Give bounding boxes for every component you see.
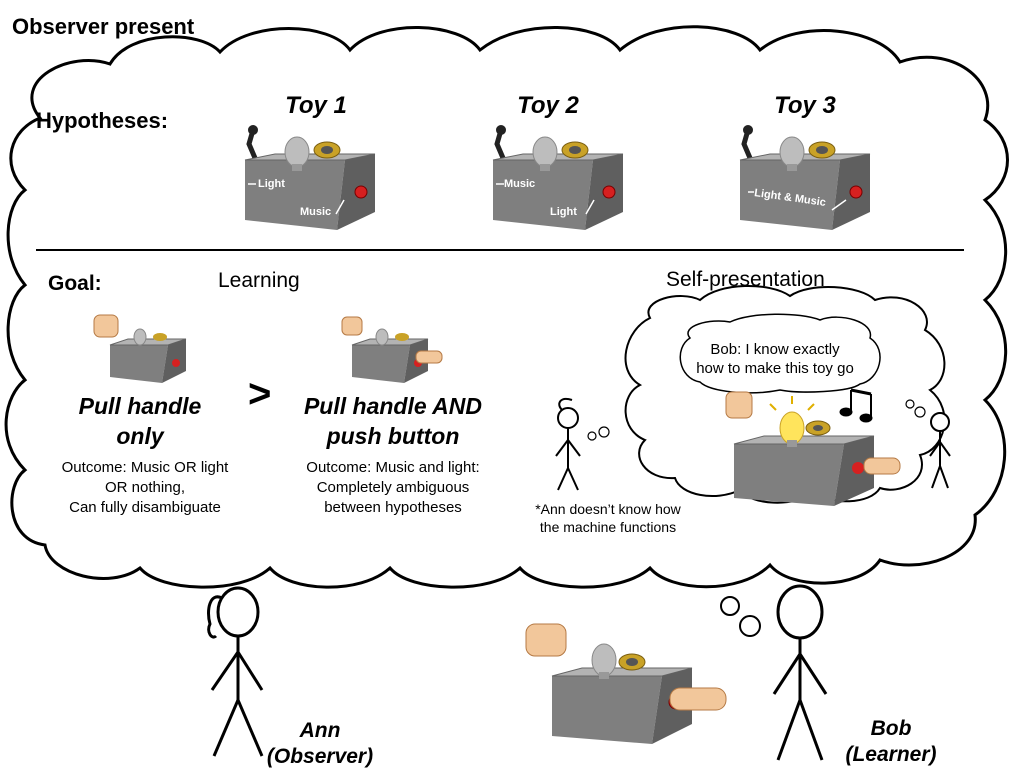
toy-arrows [248, 183, 847, 215]
bob-role: (Learner) [845, 743, 937, 766]
hypotheses-label: Hypotheses: [36, 108, 169, 133]
option-b-outcome-line2: Completely ambiguous [316, 479, 470, 496]
option-b-action-line2: push button [326, 423, 460, 449]
toy-2-title: Toy 2 [517, 92, 579, 119]
ann-figure [207, 586, 264, 757]
option-b-action: Pull handle AND push button [283, 391, 503, 451]
page-title: Observer present [12, 14, 195, 39]
ann-note-line1: *Ann doesn’t know how [535, 501, 681, 517]
option-a-outcome-line1: Outcome: Music OR light [61, 459, 229, 476]
bob-speech-line1: Bob: I know exactly [710, 341, 840, 358]
option-a-outcome-line3: Can fully disambiguate [69, 499, 221, 516]
ann-role: (Observer) [266, 745, 374, 768]
bob-name: Bob [870, 717, 912, 740]
music-notes-icon [839, 388, 873, 423]
option-b-action-line1: Pull handle AND [303, 393, 483, 419]
toy-2-button-label: Light [550, 206, 577, 218]
bob-figure [772, 584, 828, 761]
bottom-toy [525, 623, 727, 744]
toy-3-title: Toy 3 [774, 92, 836, 119]
option-a-action-line2: only [116, 423, 164, 449]
option-b-outcome: Outcome: Music and light: Completely amb… [288, 458, 498, 518]
learning-heading: Learning [218, 269, 300, 292]
toy-2-box [492, 125, 624, 230]
pushing-hand-icon [669, 687, 727, 711]
option-b-outcome-line3: between hypotheses [324, 499, 462, 516]
toy-2-handle-label: Music [504, 178, 536, 190]
toy-1-button-label: Music [300, 206, 332, 218]
toy-1-handle-label: Light [258, 178, 285, 190]
bob-speech-line2: how to make this toy go [696, 360, 854, 377]
option-a-action-line1: Pull handle [78, 393, 202, 419]
bob-small-figure [929, 412, 951, 489]
learning-toy-b [341, 316, 443, 383]
pulling-hand-icon [525, 623, 567, 657]
thought-dots [587, 399, 926, 441]
toy-3-box [739, 125, 871, 230]
bob-thought-dots [720, 596, 761, 637]
self-presentation-toy [725, 391, 901, 506]
comparator-symbol: > [248, 372, 272, 416]
option-a-action: Pull handle only [50, 391, 230, 451]
bob-speech-bubble [679, 313, 881, 394]
ann-note-line2: the machine functions [539, 519, 677, 535]
goal-label: Goal: [48, 272, 102, 295]
ann-small-figure [555, 398, 581, 491]
bob-speech-text: Bob: I know exactly how to make this toy… [690, 340, 860, 378]
learning-toy-a [93, 314, 187, 383]
ann-name: Ann [299, 719, 341, 742]
option-b-outcome-line1: Outcome: Music and light: [306, 459, 480, 476]
toy-1-box [244, 125, 376, 230]
toy-1-title: Toy 1 [285, 92, 347, 119]
option-a-outcome: Outcome: Music OR light OR nothing, Can … [50, 458, 240, 518]
self-presentation-heading: Self-presentation [666, 268, 825, 291]
ann-label: Ann (Observer) [255, 718, 385, 770]
option-a-outcome-line2: OR nothing, [104, 479, 186, 496]
bob-label: Bob (Learner) [826, 716, 956, 768]
ann-note: *Ann doesn’t know how the machine functi… [518, 500, 698, 536]
